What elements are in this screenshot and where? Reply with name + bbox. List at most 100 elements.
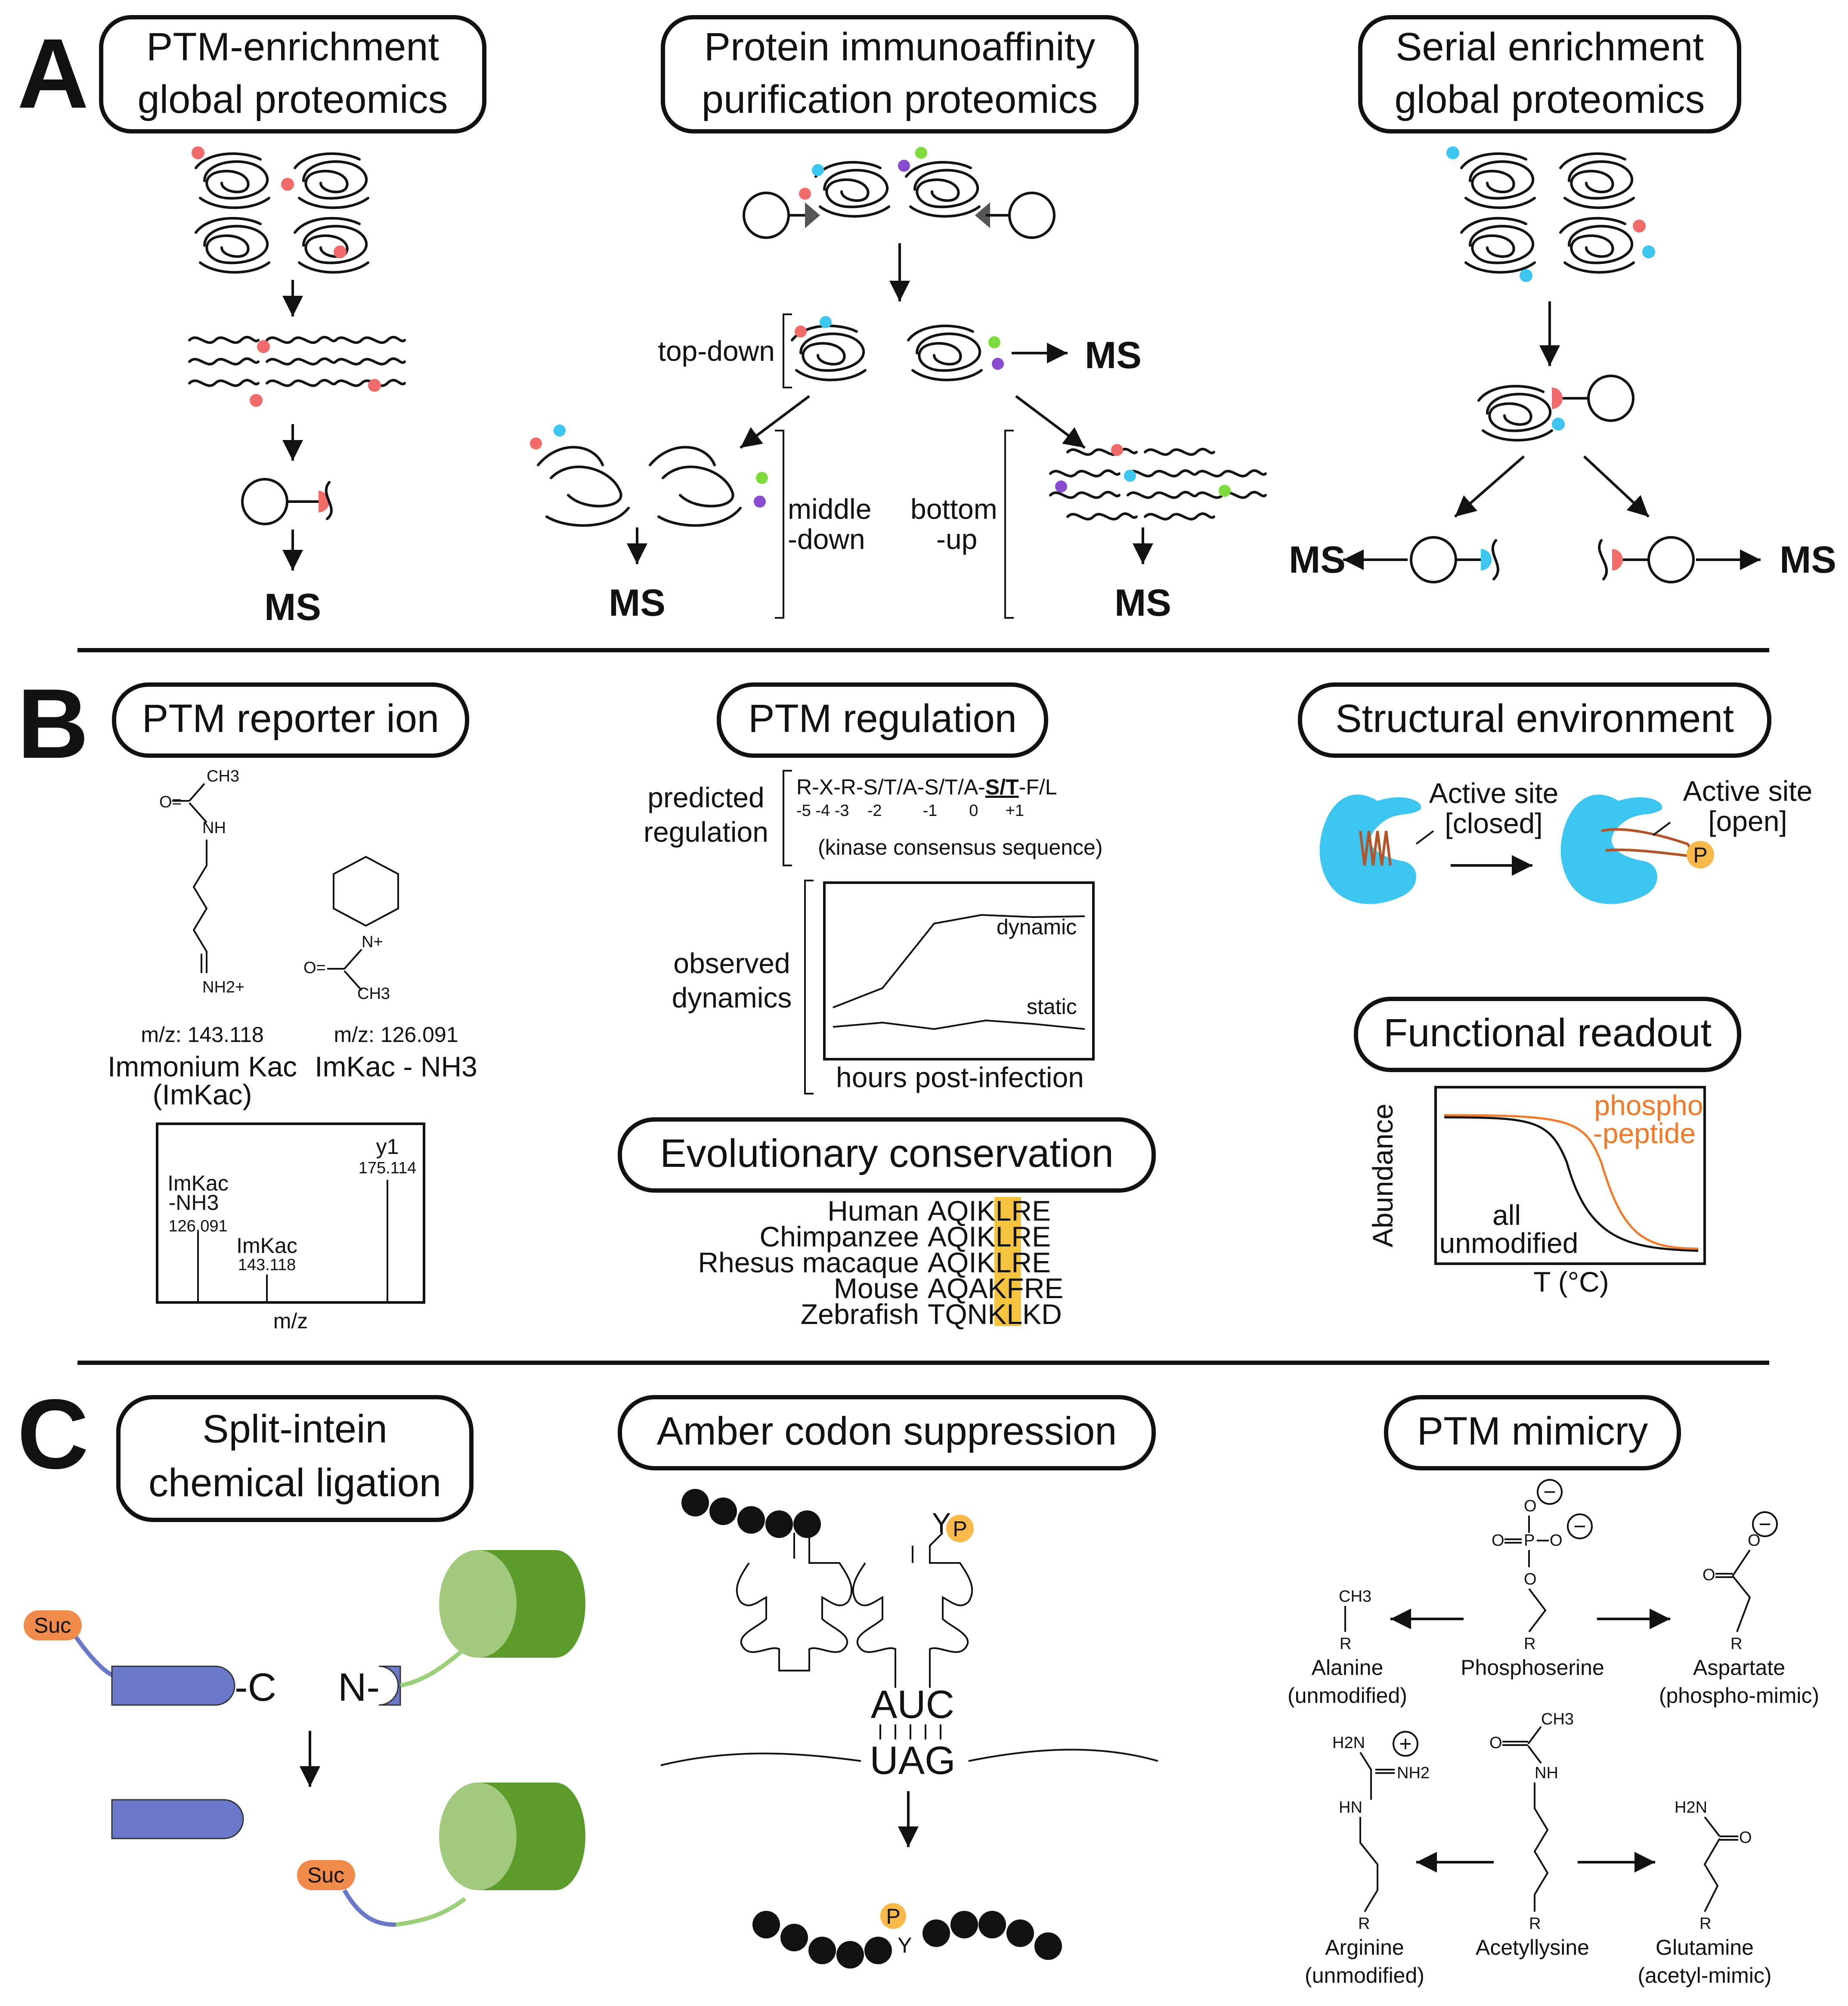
svg-text:Suc: Suc — [34, 1613, 71, 1637]
functional-title-box — [1354, 997, 1741, 1072]
svg-text:126.091: 126.091 — [168, 1217, 227, 1235]
predicted-label-1: predicted — [647, 781, 765, 813]
svg-text:H2N: H2N — [1332, 1734, 1365, 1752]
intein-title-box — [116, 1395, 474, 1522]
serial-enrichment-title-2: global proteomics — [1394, 78, 1705, 121]
svg-text:Aspartate: Aspartate — [1693, 1656, 1785, 1680]
ptm-enrichment-title-2: global proteomics — [137, 78, 448, 121]
svg-text:O: O — [1739, 1829, 1752, 1847]
peptide-cluster-1 — [189, 337, 405, 407]
bottom-up-label-1: bottom — [910, 493, 997, 525]
immonium-kac-label: Immonium Kac — [108, 1051, 297, 1082]
serial-enrichment-title-box — [1358, 15, 1741, 133]
svg-text:O: O — [1748, 1532, 1761, 1550]
intein-title-2: chemical ligation — [149, 1461, 441, 1505]
svg-text:CH3: CH3 — [357, 985, 390, 1003]
svg-text:Alanine: Alanine — [1312, 1656, 1384, 1680]
svg-text:dynamic: dynamic — [997, 915, 1077, 939]
svg-text:NH: NH — [202, 819, 226, 837]
svg-text:Abundance: Abundance — [1367, 1104, 1399, 1247]
svg-text:R: R — [1699, 1915, 1711, 1933]
svg-text:unmodified: unmodified — [1439, 1227, 1579, 1259]
panel-a-letter: A — [17, 18, 89, 129]
immunoaffinity-title-1: Protein immunoaffinity — [704, 25, 1096, 69]
svg-text:O: O — [1550, 1532, 1563, 1550]
svg-text:CH3: CH3 — [1339, 1587, 1371, 1606]
imkac-nh3-structure: N+ O= CH3 — [303, 856, 399, 1003]
imkac-nh3-label: ImKac - NH3 — [315, 1051, 477, 1082]
conserved-lysine-highlight — [994, 1197, 1021, 1326]
svg-text:P: P — [1524, 1532, 1535, 1550]
immunoaffinity-title-2: purification proteomics — [702, 78, 1098, 121]
observed-label-2: dynamics — [672, 982, 792, 1014]
ms-label-col3-right: MS — [1780, 538, 1836, 581]
svg-text:Phosphoserine: Phosphoserine — [1461, 1656, 1604, 1680]
svg-text:UAG: UAG — [870, 1739, 955, 1783]
species-sequence: AQAKFRE — [928, 1272, 1063, 1304]
phosphorylated-peptide-chain: Y P — [752, 1903, 1062, 1969]
svg-text:−: − — [1543, 1480, 1556, 1504]
serial-enrichment-title-1: Serial enrichment — [1396, 25, 1704, 69]
svg-text:O: O — [1703, 1566, 1715, 1584]
svg-text:143.118: 143.118 — [238, 1256, 296, 1274]
svg-text:Active site: Active site — [1429, 777, 1559, 809]
svg-text:Active site: Active site — [1683, 775, 1813, 807]
species-sequence: AQIKLRE — [928, 1246, 1051, 1278]
arginine-structure: H2N + NH2 HN R Arginine (unmodified) — [1305, 1731, 1430, 1987]
svg-text:AUC: AUC — [871, 1683, 954, 1727]
closed-enzyme: Active site [closed] — [1319, 777, 1559, 904]
species-label: Zebrafish — [801, 1298, 919, 1330]
svg-text:[open]: [open] — [1708, 805, 1787, 837]
consensus-caption: (kinase consensus sequence) — [818, 835, 1103, 859]
open-enzyme: P Active site [open] — [1560, 775, 1813, 904]
svg-text:Y: Y — [898, 1933, 912, 1957]
top-down-label: top-down — [658, 335, 775, 367]
melting-curve-plot: phospho -peptide all unmodified Abundanc… — [1367, 1086, 1706, 1298]
immunoaffinity-title-box — [661, 15, 1139, 133]
imkac-abbr: (ImKac) — [153, 1079, 252, 1110]
structural-title-box — [1298, 682, 1771, 758]
ms-label-bottom-up: MS — [1114, 581, 1171, 624]
sequence-positions: -5 -4 -3 -2 -1 0 +1 — [796, 802, 1024, 820]
svg-text:P: P — [953, 1517, 967, 1541]
svg-text:-NH3: -NH3 — [169, 1191, 219, 1215]
glutamine-structure: H2N O R Glutamine (acetyl-mimic) — [1638, 1798, 1771, 1987]
svg-text:static: static — [1027, 995, 1077, 1019]
svg-text:(phospho-mimic): (phospho-mimic) — [1659, 1684, 1819, 1708]
species-sequence: AQIKLRE — [928, 1221, 1051, 1253]
svg-text:−: − — [1573, 1514, 1586, 1538]
intact-proteins — [792, 316, 1004, 380]
svg-text:O: O — [1524, 1570, 1537, 1588]
ms-label-col3-left: MS — [1289, 538, 1346, 581]
protein-cluster-1 — [192, 146, 368, 273]
svg-text:P: P — [886, 1904, 900, 1928]
species-label: Rhesus macaque — [698, 1246, 919, 1278]
reporter-title-box — [112, 682, 469, 758]
dynamics-plot: dynamic static hours post-infection — [823, 881, 1095, 1093]
mimicry-title: PTM mimicry — [1417, 1409, 1648, 1453]
svg-text:H2N: H2N — [1675, 1798, 1707, 1817]
svg-text:R: R — [1529, 1915, 1541, 1933]
species-sequence: TQNKLKD — [928, 1298, 1062, 1330]
species-label: Human — [827, 1195, 919, 1227]
red-enriched-bead — [1598, 536, 1695, 583]
split-intein-before: Suc -C N- — [24, 1550, 585, 1709]
regulation-title: PTM regulation — [748, 697, 1017, 741]
amber-trna-ribosome: Y P AUC UAG — [660, 1489, 1158, 1783]
intein-title-1: Split-intein — [202, 1407, 387, 1451]
panel-b-letter: B — [17, 668, 89, 779]
alanine-structure: CH3 R Alanine (unmodified) — [1288, 1587, 1407, 1708]
middle-down-label-1: middle — [788, 493, 871, 525]
svg-text:T (°C): T (°C) — [1533, 1266, 1609, 1298]
ms-label-col1: MS — [264, 586, 321, 628]
antibody-bead-pair — [743, 147, 1056, 239]
mz-126: m/z: 126.091 — [334, 1023, 458, 1047]
protein-cluster-3 — [1446, 146, 1655, 282]
svg-text:[closed]: [closed] — [1445, 807, 1542, 839]
svg-text:m/z: m/z — [273, 1309, 308, 1333]
svg-text:(acetyl-mimic): (acetyl-mimic) — [1638, 1963, 1771, 1987]
svg-text:NH: NH — [1535, 1764, 1558, 1782]
predicted-label-2: regulation — [644, 816, 768, 848]
